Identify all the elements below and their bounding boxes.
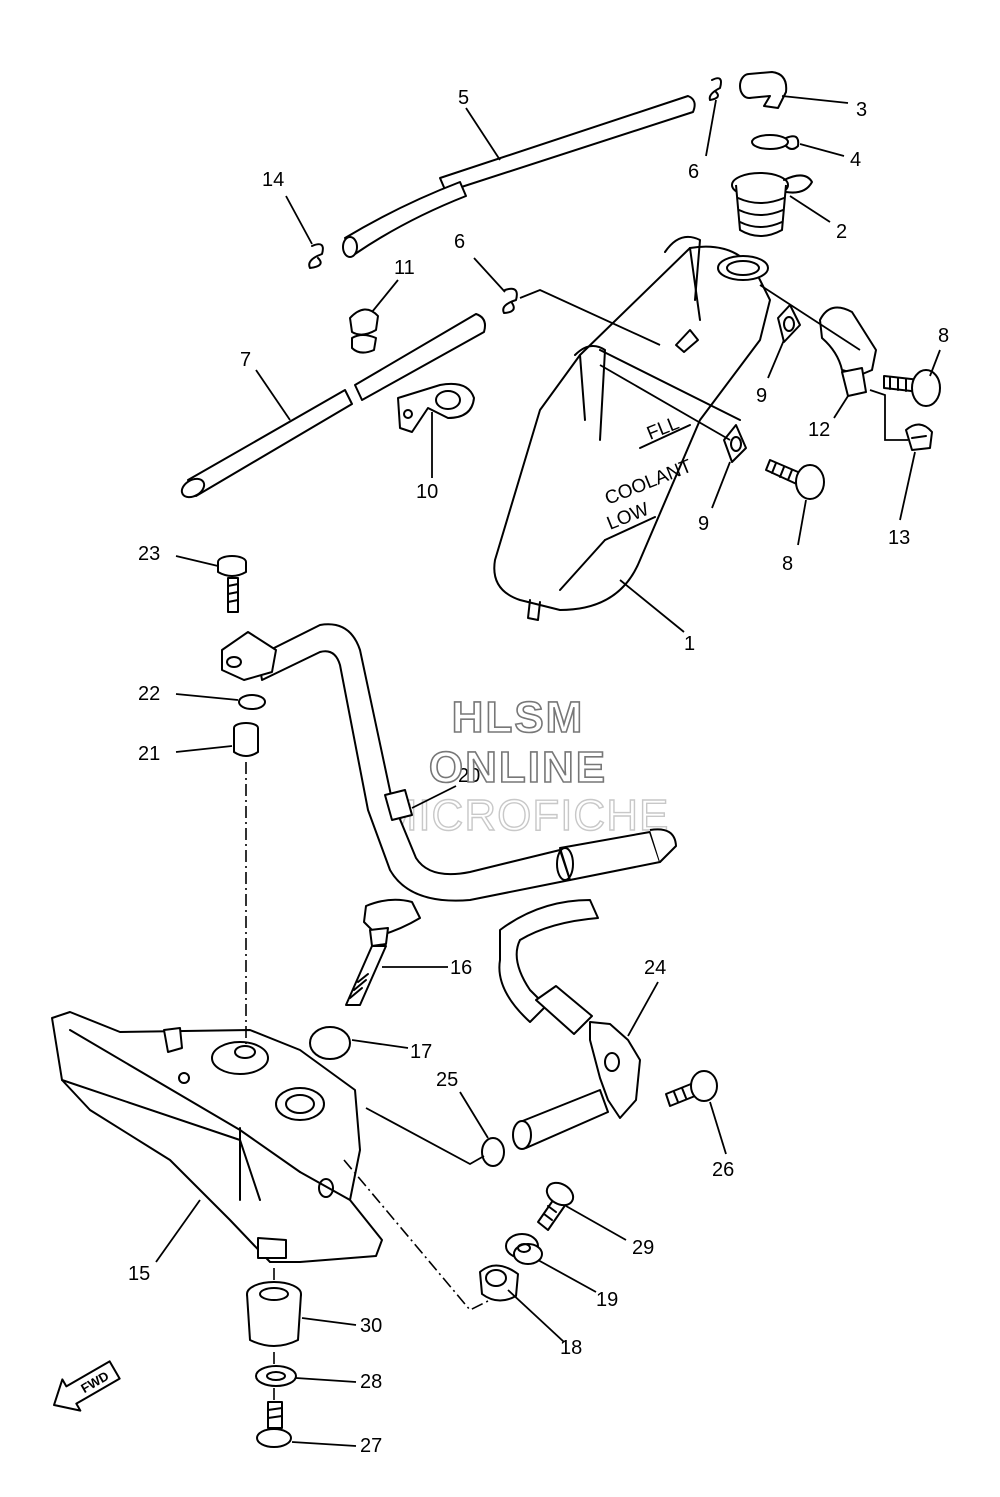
callout-9b: 9 — [698, 513, 709, 535]
clamp-10 — [397, 382, 475, 433]
callout-21: 21 — [138, 743, 160, 765]
watermark-line1: HLSM — [452, 693, 585, 742]
washer-28 — [255, 1365, 297, 1387]
o-ring-22 — [238, 694, 266, 710]
clamp-11 — [349, 308, 379, 354]
callout-25: 25 — [436, 1069, 458, 1091]
hose-lower — [180, 313, 486, 499]
callout-16: 16 — [450, 957, 472, 979]
callout-18: 18 — [560, 1337, 582, 1359]
clip-14 — [308, 243, 324, 269]
callout-10: 10 — [416, 481, 438, 503]
o-ring-17 — [309, 1026, 351, 1060]
watermark-line2: ONLINE — [429, 743, 607, 792]
callout-24: 24 — [644, 957, 666, 979]
callout-13: 13 — [888, 527, 910, 549]
hose-upper — [342, 95, 696, 258]
bolt-8b — [765, 459, 825, 500]
elbow-fitting — [739, 71, 788, 109]
leader-lines — [155, 95, 941, 1447]
pipe-20 — [257, 623, 677, 902]
callout-9a: 9 — [756, 385, 767, 407]
bolt-8a — [883, 369, 941, 407]
collar-21 — [233, 722, 259, 757]
callout-19: 19 — [596, 1289, 618, 1311]
callout-8b: 8 — [782, 553, 793, 575]
reservoir-cap — [731, 172, 813, 237]
fwd-arrow-icon: FWD — [53, 1360, 121, 1412]
callout-6a: 6 — [688, 161, 699, 183]
watermark-line3: MICROFICHE — [381, 791, 670, 840]
callout-numbers: 1 2 3 4 5 6 6 7 8 8 9 9 10 11 12 13 14 1… — [128, 87, 949, 1457]
callout-3: 3 — [856, 99, 867, 121]
watermark-front: HLSM ONLINE — [428, 692, 607, 793]
washer-9a — [777, 304, 801, 343]
callout-14: 14 — [262, 169, 284, 191]
callout-12: 12 — [808, 419, 830, 441]
grommet-18 — [479, 1264, 519, 1302]
callout-15: 15 — [128, 1263, 150, 1285]
fitting-30 — [246, 1281, 302, 1347]
washer-9b — [723, 424, 747, 463]
callout-28: 28 — [360, 1371, 382, 1393]
clamp-12 — [819, 306, 877, 397]
clip-6b — [502, 287, 518, 314]
callout-7: 7 — [240, 349, 251, 371]
callout-6b: 6 — [454, 231, 465, 253]
clip-13 — [905, 423, 933, 451]
bolt-26 — [665, 1070, 718, 1107]
clip-6a — [708, 77, 722, 101]
bracket-23 — [221, 631, 277, 681]
grommet-19 — [505, 1233, 543, 1265]
callout-11: 11 — [394, 257, 415, 279]
callout-1: 1 — [684, 633, 695, 655]
o-ring-25 — [481, 1137, 505, 1167]
bolt-23 — [217, 555, 247, 613]
dipstick-16 — [345, 898, 421, 1006]
callout-8a: 8 — [938, 325, 949, 347]
callout-26: 26 — [712, 1159, 734, 1181]
callout-22: 22 — [138, 683, 160, 705]
pipe-24 — [498, 899, 641, 1150]
bolt-29 — [537, 1181, 575, 1231]
callout-27: 27 — [360, 1435, 382, 1457]
callout-5: 5 — [458, 87, 469, 109]
bolt-27 — [256, 1401, 292, 1448]
watermark: MICROFICHE — [380, 790, 670, 840]
callout-17: 17 — [410, 1041, 432, 1063]
callout-4: 4 — [850, 149, 861, 171]
clip-4 — [751, 134, 800, 150]
oil-tank-15 — [51, 1011, 383, 1263]
callout-20: 20 — [458, 765, 480, 787]
callout-23: 23 — [138, 543, 160, 565]
callout-2: 2 — [836, 221, 847, 243]
callout-29: 29 — [632, 1237, 654, 1259]
coolant-reservoir: FLL COOLANT LOW — [493, 236, 771, 621]
callout-30: 30 — [360, 1315, 382, 1337]
